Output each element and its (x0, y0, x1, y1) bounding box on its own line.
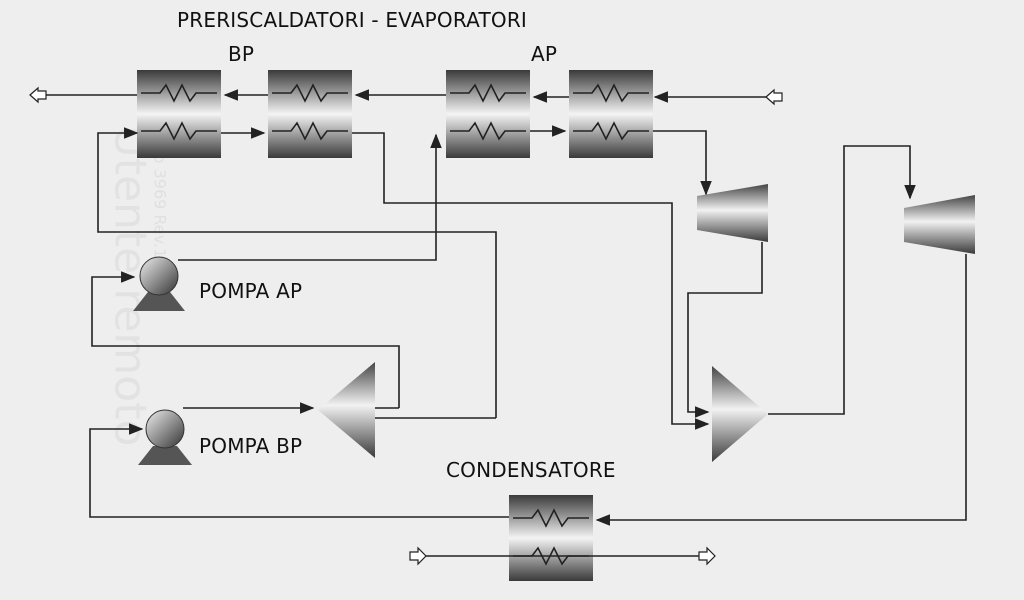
ap-steam-line (653, 130, 712, 196)
heat-exchanger-bp-1 (137, 70, 221, 158)
splitter-left (318, 362, 375, 458)
pump-ap-label: POMPA AP (199, 279, 303, 303)
ap-feed-line (178, 133, 442, 261)
heat-exchanger-bp-2 (268, 70, 352, 158)
ap-suction-line (91, 271, 400, 408)
hp-exhaust-line (687, 242, 763, 418)
flue-gas-inlet-arrow (765, 88, 783, 106)
heat-exchanger-ap-2 (569, 70, 653, 158)
lp-steam-line (768, 145, 916, 415)
title-label: PRERISCALDATORI - EVAPORATORI (177, 8, 528, 32)
lp-exhaust-line (595, 254, 967, 526)
cooling-water-inlet-arrow (409, 546, 427, 566)
flue-gas-outlet-arrow (29, 86, 47, 104)
condensate-line (89, 423, 509, 518)
turbine-lp (904, 195, 975, 254)
condenser (509, 495, 593, 581)
cooling-water-outlet-arrow (698, 546, 716, 566)
condenser-label: CONDENSATORE (446, 458, 616, 482)
pump-ap (133, 256, 185, 311)
heat-exchanger-ap-1 (446, 70, 530, 158)
ap-label: AP (531, 42, 558, 66)
pump-bp-label: POMPA BP (199, 434, 303, 458)
bp-feed-line (97, 127, 497, 418)
turbine-hp (697, 184, 768, 242)
bp-label: BP (228, 42, 255, 66)
pump-bp (138, 409, 192, 465)
bp-steam-line (352, 132, 710, 430)
mixer-right (712, 366, 768, 462)
